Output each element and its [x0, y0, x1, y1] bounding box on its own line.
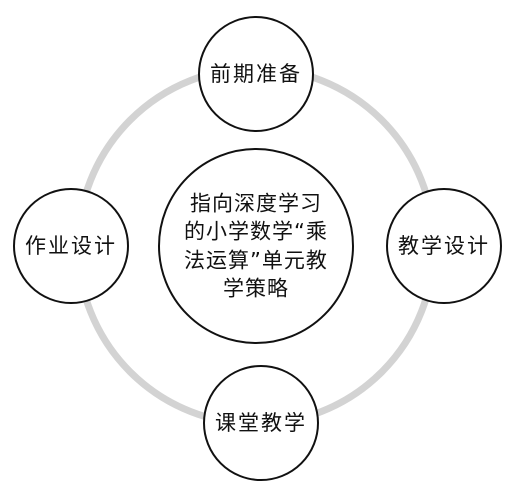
center-label: 指向深度学习 的小学数学“乘 法运算”单元教 学策略 — [171, 189, 341, 302]
node-label-bottom: 课堂教学 — [215, 410, 307, 435]
center-label-line-3: 法运算”单元教 — [184, 248, 328, 272]
node-circle-right — [386, 188, 502, 304]
center-circle — [158, 148, 354, 344]
node-circle-left — [13, 188, 129, 304]
center-label-line-2: 的小学数学“乘 — [184, 219, 328, 244]
node-circle-bottom — [203, 365, 319, 481]
node-label-top: 前期准备 — [210, 61, 302, 86]
node-circle-top — [198, 16, 314, 132]
center-label-line-4: 学策略 — [223, 276, 289, 301]
node-label-left: 作业设计 — [25, 233, 117, 258]
node-label-right: 教学设计 — [398, 233, 490, 258]
center-label-line-1: 指向深度学习 — [190, 191, 322, 216]
